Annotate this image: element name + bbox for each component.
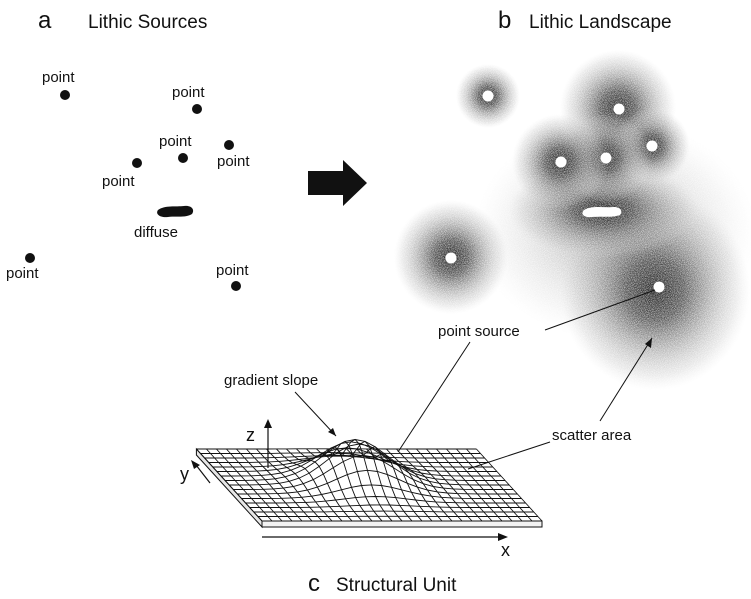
mesh-line bbox=[386, 449, 452, 521]
y-axis-label: y bbox=[180, 464, 189, 484]
panel-a: a Lithic Sources point point point point… bbox=[6, 7, 250, 291]
point-source-dot bbox=[192, 104, 202, 114]
point-label: point bbox=[102, 173, 135, 190]
point-source-dot bbox=[178, 153, 188, 163]
point-source-dot bbox=[60, 90, 70, 100]
point-label: point bbox=[6, 265, 39, 282]
mesh-slab bbox=[262, 521, 542, 527]
point-label: point bbox=[159, 133, 192, 150]
point-label: point bbox=[172, 84, 205, 101]
point-label: point bbox=[42, 69, 75, 86]
point-label: point bbox=[217, 153, 250, 170]
panel-c-letter: c bbox=[308, 570, 320, 594]
panel-c-title: Structural Unit bbox=[336, 575, 457, 594]
point-source-dot bbox=[132, 158, 142, 168]
diffuse-label: diffuse bbox=[134, 224, 178, 241]
landscape-point-core bbox=[601, 153, 612, 164]
point-source-leader bbox=[398, 342, 470, 452]
diffuse-source-shape bbox=[157, 206, 193, 217]
landscape-point-core bbox=[654, 282, 665, 293]
point-source-label: point source bbox=[438, 323, 520, 340]
point-source-dot bbox=[25, 253, 35, 263]
gradient-slope-label: gradient slope bbox=[224, 372, 318, 389]
x-axis-label: x bbox=[501, 540, 510, 560]
scatter-area-label: scatter area bbox=[552, 427, 632, 444]
landscape-point-core bbox=[647, 141, 658, 152]
z-axis-arrow-icon bbox=[264, 419, 272, 428]
point-label: point bbox=[216, 262, 249, 279]
point-source-dot bbox=[231, 281, 241, 291]
panel-c: z y x c Structural Unit bbox=[180, 419, 542, 594]
landscape-point-core bbox=[614, 104, 625, 115]
panel-a-letter: a bbox=[38, 7, 52, 34]
landscape-point-core bbox=[483, 91, 494, 102]
mesh-line bbox=[233, 455, 513, 489]
landscape-point-core bbox=[556, 157, 567, 168]
panel-b-letter: b bbox=[498, 7, 511, 34]
point-source-dot bbox=[224, 140, 234, 150]
transition-arrow-icon bbox=[308, 160, 367, 206]
scatter-area-leader bbox=[468, 442, 550, 469]
surface-mesh bbox=[196, 440, 542, 528]
landscape-diffuse-core bbox=[582, 207, 621, 217]
gradient-slope-leader bbox=[295, 392, 336, 436]
z-axis-label: z bbox=[246, 425, 255, 445]
landscape-point-core bbox=[446, 253, 457, 264]
panel-a-title: Lithic Sources bbox=[88, 12, 207, 33]
panel-b-title: Lithic Landscape bbox=[529, 12, 672, 33]
mesh-line bbox=[237, 470, 517, 494]
